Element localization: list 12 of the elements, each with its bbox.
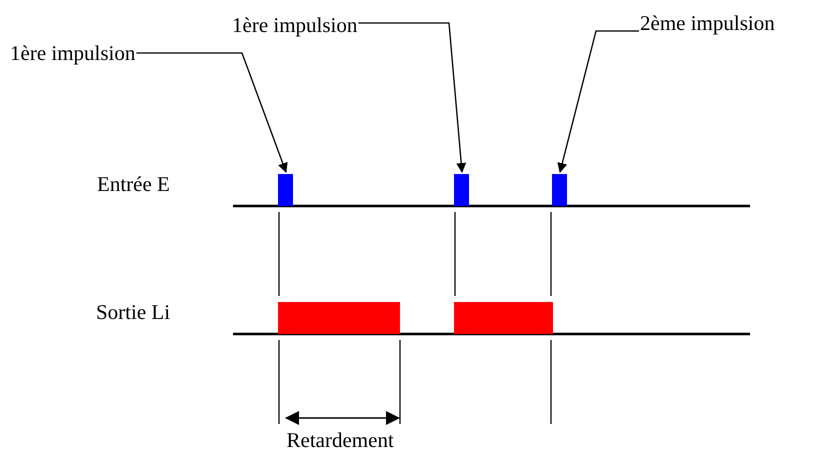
leader-line — [557, 30, 639, 173]
input-pulse — [552, 174, 567, 206]
input-pulse — [278, 174, 293, 206]
leader-line — [136, 52, 288, 173]
leader-line — [358, 22, 466, 173]
signal-name: Sortie Li — [96, 300, 170, 324]
dimension-label: Retardement — [286, 428, 394, 452]
callout-text: 1ère impulsion — [232, 13, 358, 37]
callout-text: 1ère impulsion — [10, 41, 136, 65]
signal-name: Entrée E — [97, 172, 170, 196]
input-pulse — [454, 174, 469, 206]
callout-text: 2ème impulsion — [640, 11, 775, 35]
